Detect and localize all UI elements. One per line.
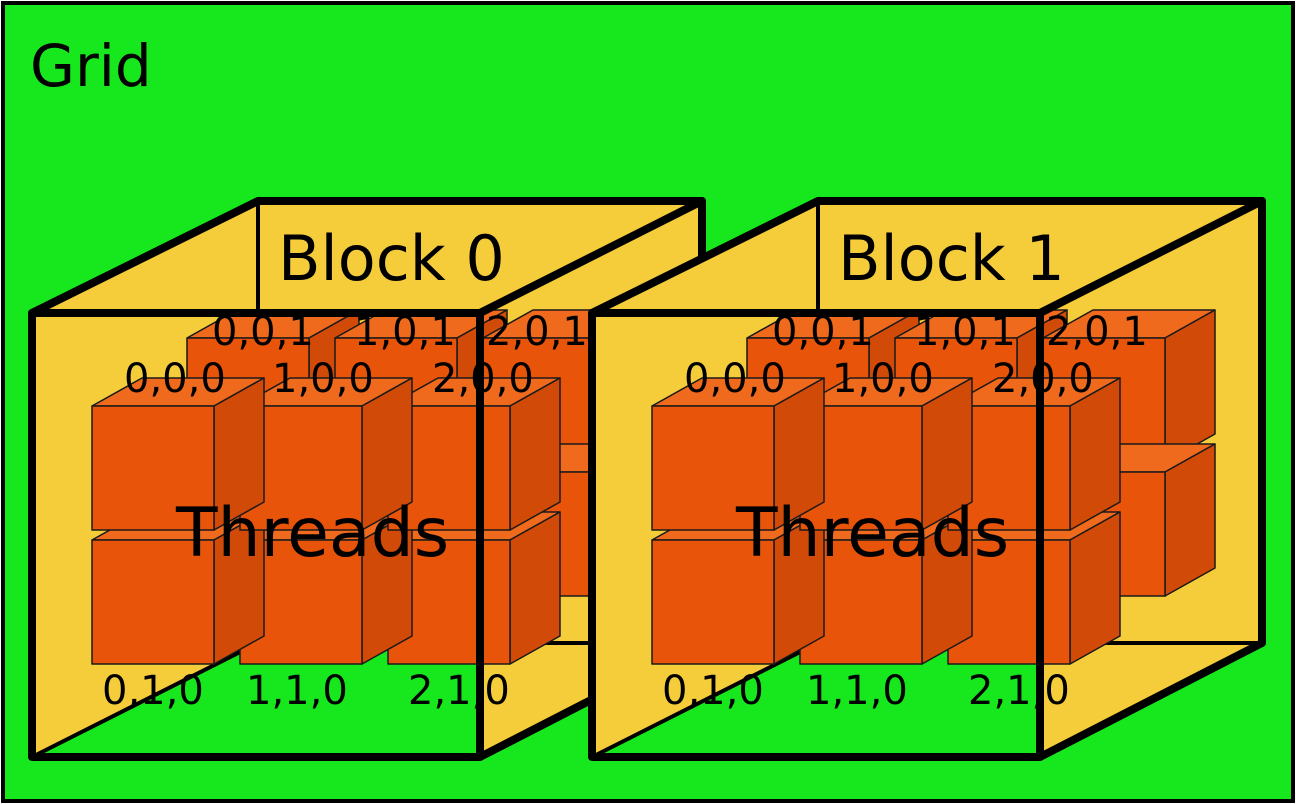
thread-index-label: 1,0,0 (832, 356, 934, 402)
block-top-outline (28, 197, 706, 317)
block-label: Block 0 (278, 222, 505, 295)
thread-index-label: 1,0,0 (272, 356, 374, 402)
thread-index-label: 2,0,1 (1046, 309, 1148, 355)
thread-index-label: 2,1,0 (408, 668, 510, 714)
thread-cube-front-face (651, 405, 775, 531)
block-top-outline (588, 197, 1266, 317)
thread-index-label: 0,0,0 (684, 356, 786, 402)
threads-label: Threads (175, 494, 449, 573)
thread-index-label: 2,1,0 (968, 668, 1070, 714)
thread-index-label: 0,1,0 (662, 668, 764, 714)
thread-cube-front (651, 377, 825, 531)
block-hidden-edge (30, 641, 260, 759)
thread-index-label: 2,0,1 (486, 309, 588, 355)
thread-index-label: 0,1,0 (102, 668, 204, 714)
block-hidden-edge (590, 641, 820, 759)
thread-cube-front (651, 511, 825, 665)
threads-label: Threads (735, 494, 1009, 573)
grid-label: Grid (30, 32, 152, 100)
thread-cube-front-face (651, 539, 775, 665)
thread-cube-front-face (91, 405, 215, 531)
thread-cube-front (91, 377, 265, 531)
block-right-outline (1036, 197, 1266, 761)
thread-index-label: 1,1,0 (246, 668, 348, 714)
block-label: Block 1 (838, 222, 1065, 295)
thread-cube-front-face (91, 539, 215, 665)
thread-index-label: 1,1,0 (806, 668, 908, 714)
thread-index-label: 0,0,0 (124, 356, 226, 402)
